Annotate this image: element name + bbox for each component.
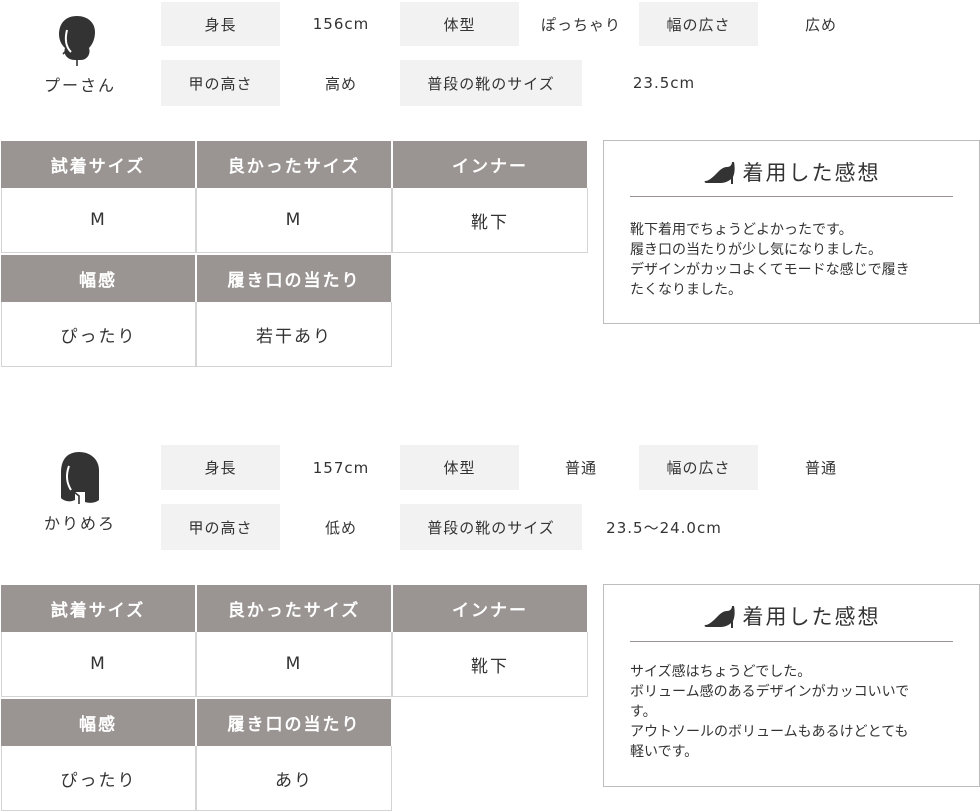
high-heel-icon — [704, 606, 735, 628]
opening-value: 若干あり — [196, 302, 392, 367]
impression-title-text: 着用した感想 — [742, 161, 881, 185]
build-value: 普通 — [564, 459, 597, 477]
inner-header: インナー — [393, 141, 587, 188]
height-label: 身長 — [161, 2, 280, 46]
fit-header: 幅感 — [1, 255, 195, 302]
instep-label: 甲の高さ — [161, 60, 280, 106]
good-size-value: M — [196, 632, 392, 697]
width-label: 幅の広さ — [639, 445, 758, 490]
tried-size-value: M — [1, 188, 196, 253]
impression-line: サイズ感はちょうどでした。 — [630, 664, 812, 680]
impression-divider — [630, 196, 953, 197]
inner-value: 靴下 — [392, 188, 588, 253]
impression-title: 着用した感想 — [603, 598, 980, 634]
impression-text: 靴下着用でちょうどよかったです。 履き口の当たりが少し気になりました。 デザイン… — [630, 220, 960, 300]
build-label: 体型 — [400, 445, 519, 490]
tried-size-value: M — [1, 632, 196, 697]
impression-text: サイズ感はちょうどでした。 ボリューム感のあるデザインがカッコいいで す。 アウ… — [630, 662, 960, 762]
usual-size-label: 普段の靴のサイズ — [400, 60, 582, 106]
instep-value: 高め — [324, 74, 357, 93]
high-heel-icon — [704, 162, 735, 184]
inner-value: 靴下 — [392, 632, 588, 697]
build-value: ぽっちゃり — [540, 15, 621, 34]
instep-label: 甲の高さ — [161, 504, 280, 550]
impression-line: 履き口の当たりが少し気になりました。 — [630, 242, 882, 258]
impression-line: デザインがカッコよくてモードな感じで履き — [630, 262, 910, 278]
build-label: 体型 — [400, 2, 519, 46]
impression-line: 軽いです。 — [630, 744, 699, 760]
good-size-value: M — [196, 188, 392, 253]
impression-box — [603, 140, 980, 324]
width-value: 広め — [804, 15, 837, 34]
good-size-header: 良かったサイズ — [197, 141, 391, 188]
reviewer-name: かりめろ — [43, 514, 116, 533]
width-label: 幅の広さ — [639, 2, 758, 46]
opening-value: あり — [196, 746, 392, 811]
opening-header: 履き口の当たり — [197, 255, 391, 302]
impression-title: 着用した感想 — [603, 154, 980, 190]
inner-header: インナー — [393, 585, 587, 632]
instep-value: 低め — [324, 518, 357, 537]
impression-line: たくなりました。 — [630, 282, 742, 298]
impression-line: アウトソールのボリュームもあるけどとても — [630, 724, 909, 740]
impression-title-text: 着用した感想 — [742, 605, 881, 629]
good-size-header: 良かったサイズ — [197, 585, 391, 632]
impression-line: す。 — [630, 704, 657, 720]
opening-header: 履き口の当たり — [197, 699, 391, 746]
height-label: 身長 — [161, 445, 280, 490]
fit-value: ぴったり — [1, 746, 196, 811]
impression-line: ボリューム感のあるデザインがカッコいいで — [630, 684, 910, 700]
usual-size-value: 23.5〜24.0cm — [606, 518, 722, 537]
tried-size-header: 試着サイズ — [1, 141, 195, 188]
height-value: 156cm — [312, 15, 370, 33]
width-value: 普通 — [804, 459, 837, 477]
impression-line: 靴下着用でちょうどよかったです。 — [630, 222, 853, 238]
impression-divider — [630, 641, 953, 642]
long-hair-woman-icon — [61, 452, 99, 504]
usual-size-value: 23.5cm — [632, 74, 696, 92]
usual-size-label: 普段の靴のサイズ — [400, 504, 582, 550]
short-hair-woman-icon — [59, 16, 95, 66]
reviewer-name: プーさん — [43, 76, 116, 95]
fit-value: ぴったり — [1, 302, 196, 367]
impression-box — [603, 584, 980, 787]
fit-header: 幅感 — [1, 699, 195, 746]
tried-size-header: 試着サイズ — [1, 585, 195, 632]
height-value: 157cm — [312, 458, 370, 477]
